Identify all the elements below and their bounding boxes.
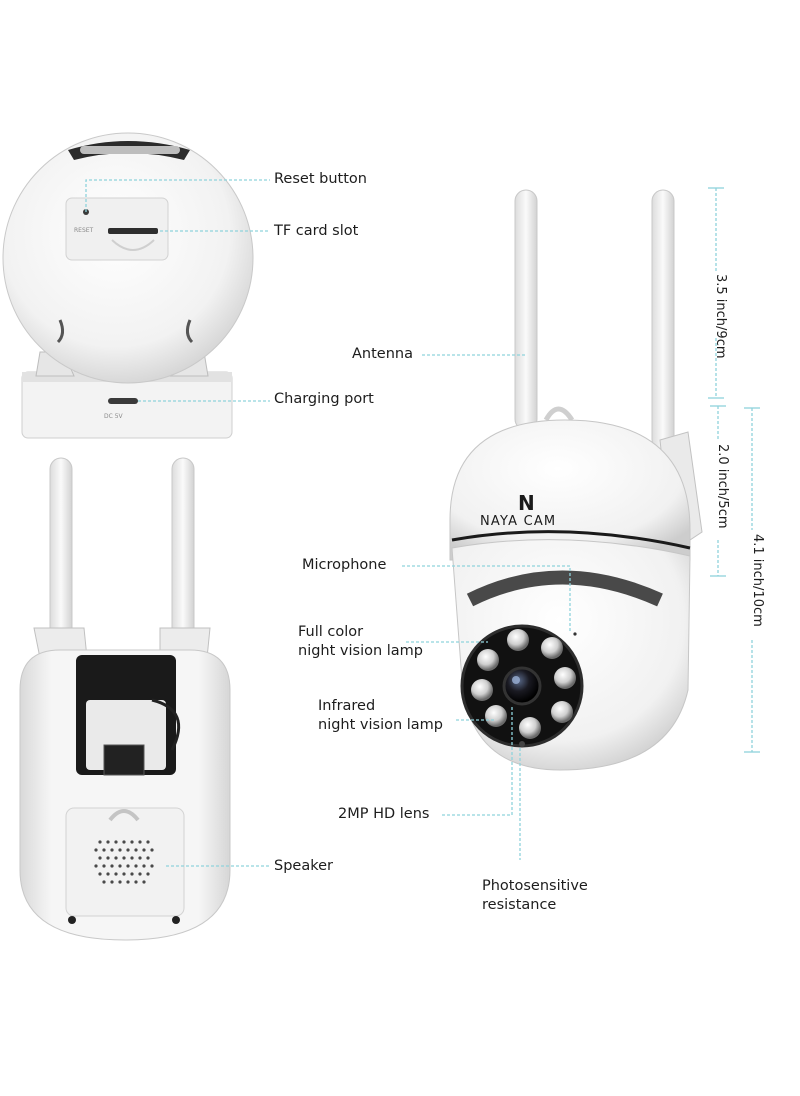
label-infrared-line2: night vision lamp (318, 717, 444, 733)
front-right-antenna (651, 189, 675, 451)
back-view-bottom (19, 457, 231, 941)
front-head (449, 419, 691, 561)
hd-lens (502, 666, 542, 706)
opening-connector (103, 744, 145, 776)
front-hook (543, 406, 575, 422)
brand-name: NAYA CAM (480, 514, 557, 529)
charging-port (108, 398, 138, 404)
brand-logo: N (518, 491, 535, 515)
dc-marking: DC 5V (104, 413, 124, 420)
screw-left (68, 916, 76, 924)
reset-leader (85, 179, 270, 212)
led-ring (471, 629, 576, 739)
label-tf-card-slot: TF card slot (274, 223, 359, 239)
speaker-panel (65, 807, 185, 917)
lens-leader (442, 706, 513, 816)
label-photosensitive-line1: Photosensitive (482, 878, 588, 894)
dimension-ticks (708, 187, 760, 753)
ball-vent-left (56, 319, 65, 344)
ball-shadow-ring (466, 570, 663, 607)
right-antenna (171, 457, 195, 639)
head-seam (451, 530, 691, 550)
ball-vent-right (185, 319, 194, 344)
label-full-color-line2: night vision lamp (298, 643, 424, 659)
back-view-top: RESET DC 5V (2, 132, 254, 439)
label-microphone: Microphone (302, 557, 387, 573)
front-left-antenna (514, 189, 538, 431)
wire (151, 698, 181, 751)
dim-body-height: 4.1 inch/10cm (750, 534, 765, 627)
front-view: N (449, 189, 703, 771)
speaker-hook (108, 809, 140, 822)
reset-marking: RESET (74, 227, 94, 234)
label-infrared-line1: Infrared (318, 698, 376, 714)
slot-recess (111, 239, 155, 251)
ball-top-ring (80, 146, 180, 154)
label-charging-port: Charging port (274, 391, 374, 407)
tf-slot (108, 228, 158, 234)
label-hd-lens: 2MP HD lens (338, 806, 430, 822)
label-speaker: Speaker (274, 858, 333, 874)
label-full-color-line1: Full color (298, 624, 364, 640)
dim-antenna-height: 3.5 inch/9cm (713, 274, 728, 359)
label-reset-button: Reset button (274, 171, 367, 187)
screw-right (172, 916, 180, 924)
leader-lines (85, 179, 753, 867)
speaker-grille (94, 840, 154, 884)
mic-hole (573, 632, 577, 636)
lens-highlight (512, 676, 520, 684)
label-antenna: Antenna (352, 346, 413, 362)
label-photosensitive-line2: resistance (482, 897, 557, 913)
dim-dome-height: 2.0 inch/5cm (715, 444, 730, 529)
microphone-leader (402, 565, 571, 632)
left-antenna (49, 457, 73, 639)
photosensor (519, 741, 525, 747)
